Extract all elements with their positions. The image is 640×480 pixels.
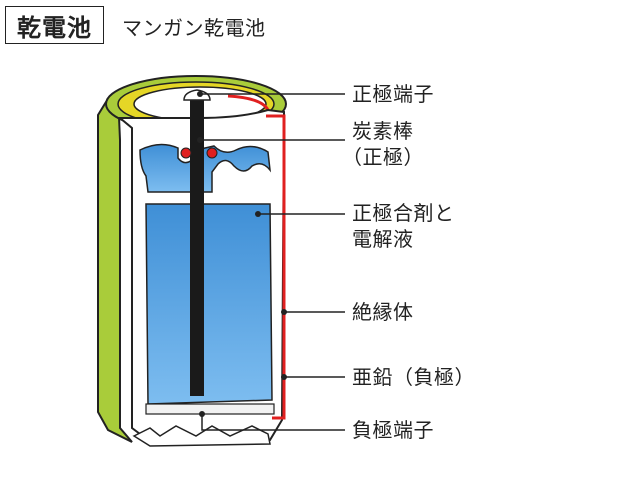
carbon-cap (183, 89, 211, 101)
page-subtitle: マンガン乾電池 (122, 16, 266, 40)
page-title: 乾電池 (17, 13, 92, 42)
zinc-can (266, 114, 286, 420)
label-cathode-line1: 正極合剤と (352, 201, 455, 225)
title-box: 乾電池 (5, 6, 104, 44)
zinc-top-arc (227, 94, 270, 111)
bottom-plate (132, 425, 271, 447)
leader-dot (197, 91, 203, 97)
leader-dot (255, 211, 261, 217)
positive-seal-right (206, 147, 218, 159)
cathode-body (145, 203, 273, 405)
label-cathode: 正極合剤と 電解液 (352, 200, 455, 252)
label-cathode-line2: 電解液 (352, 227, 414, 251)
leader-negative-terminal (201, 414, 345, 431)
label-separator: 絶縁体 (352, 300, 414, 324)
label-carbon-rod: 炭素棒 （正極） (342, 118, 424, 170)
outer-jacket (97, 92, 133, 443)
label-zinc: 亜鉛（負極） (352, 365, 475, 389)
label-carbon-rod-line2: （正極） (342, 145, 424, 169)
label-negative-terminal: 負極端子 (352, 418, 434, 442)
label-positive-terminal: 正極端子 (352, 82, 434, 106)
leader-dot (197, 137, 203, 143)
leader-dot (281, 374, 287, 380)
positive-seal-left (180, 147, 192, 159)
separator-bottom (145, 403, 275, 415)
cathode-mix (139, 143, 272, 193)
leader-dot (281, 309, 287, 315)
carbon-rod (190, 96, 204, 396)
label-carbon-rod-line1: 炭素棒 (352, 119, 414, 143)
leader-dot (199, 411, 205, 417)
